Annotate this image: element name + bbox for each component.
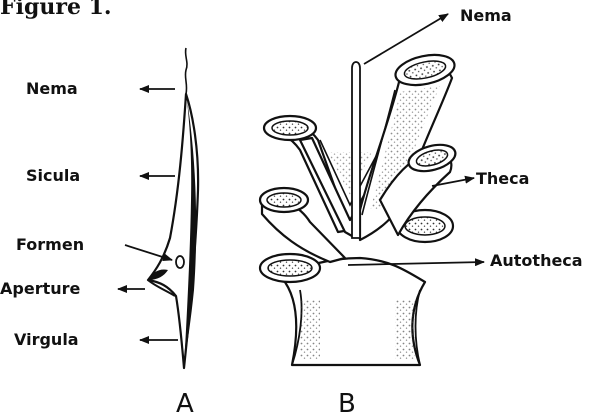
sicula-label: Sicula [26,166,80,185]
panel-b-drawing [260,50,458,365]
autotheca-label: Autotheca [490,251,583,270]
panel-a-label: A [176,389,194,415]
foramen-hole [176,256,184,268]
nema-a-label: Nema [26,79,78,98]
figure-title: Figure 1. [0,0,112,20]
panel-a-drawing [148,48,198,368]
virgula-label: Virgula [14,330,79,349]
aperture-label: Aperture [0,279,81,298]
nema-b-label: Nema [460,6,512,25]
theca-label: Theca [476,169,529,188]
panel-b-label: B [338,389,356,415]
formen-label: Formen [16,235,84,254]
